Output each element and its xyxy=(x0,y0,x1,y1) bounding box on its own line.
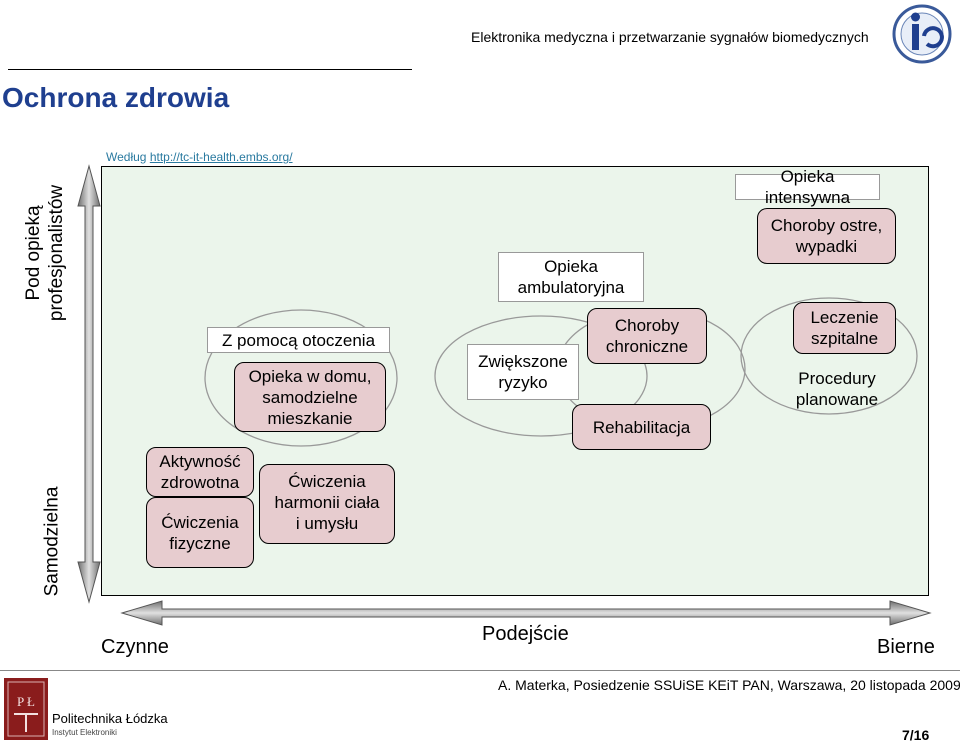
harmony-line1: Ćwiczenia xyxy=(288,472,366,491)
slide-title: Ochrona zdrowia xyxy=(2,82,230,113)
choroby-chroniczne-box: Choroby chroniczne xyxy=(587,308,707,364)
cwiczenia-harmonii-box: Ćwiczenia harmonii ciała i umysłu xyxy=(259,464,395,544)
chronic-line1: Choroby xyxy=(614,316,680,335)
source-note: Według http://tc-it-health.embs.org/ xyxy=(106,150,293,164)
axis-label-bierne: Bierne xyxy=(877,636,935,658)
course-title: Elektronika medyczna i przetwarzanie syg… xyxy=(471,29,869,45)
footer-credit: A. Materka, Posiedzenie SSUiSE KEiT PAN,… xyxy=(498,677,960,693)
vertical-double-arrow-icon xyxy=(77,164,101,604)
page-number: 7/16 xyxy=(902,727,930,743)
z-pomoca-otoczenia-label: Z pomocą otoczenia xyxy=(207,327,390,353)
university-logo-icon: P Ł xyxy=(4,678,48,740)
rehabilitacja-box: Rehabilitacja xyxy=(572,404,711,450)
institute-name: Instytut Elektroniki xyxy=(52,728,117,737)
source-prefix: Według xyxy=(106,150,150,164)
opieka-ambulatoryjna-label: Opieka ambulatoryjna xyxy=(498,252,644,302)
procedures-line2: planowane xyxy=(795,390,879,409)
acute-line2: wypadki xyxy=(795,237,858,256)
opieka-w-domu-box: Opieka w domu, samodzielne mieszkanie xyxy=(234,362,386,432)
physical-exercise-line2: fizyczne xyxy=(169,533,231,553)
env-group-ellipse xyxy=(204,309,398,447)
self-title-line2: zdrowotna xyxy=(160,473,240,492)
acute-line1: Choroby ostre, xyxy=(770,216,883,235)
source-link[interactable]: http://tc-it-health.embs.org/ xyxy=(149,150,293,164)
harmony-line2: harmonii ciała xyxy=(274,493,380,512)
institute-logo-icon xyxy=(892,4,952,64)
home-care-line1: Opieka w domu, xyxy=(248,366,372,386)
top-label-line2: profesjonalistów xyxy=(46,184,67,322)
hospital-line2: szpitalne xyxy=(810,329,879,348)
ambulatory-group-ellipse xyxy=(434,315,648,437)
choroby-ostre-box: Choroby ostre, wypadki xyxy=(757,208,896,264)
footer-divider xyxy=(0,670,960,671)
procedury-planowane-label: Procedury planowane xyxy=(776,366,898,412)
intensive-group-ellipse xyxy=(740,297,918,415)
horizontal-double-arrow-icon xyxy=(120,600,932,626)
header-divider xyxy=(8,69,412,70)
university-name: Politechnika Łódzka xyxy=(52,711,168,726)
hospital-line1: Leczenie xyxy=(810,308,879,327)
self-title-line1: Aktywność xyxy=(159,452,241,471)
axis-label-czynne: Czynne xyxy=(101,636,169,658)
axis-label-podejscie: Podejście xyxy=(482,623,569,645)
svg-text:P Ł: P Ł xyxy=(17,694,35,709)
ambulatory-title-line2: ambulatoryjna xyxy=(517,278,625,297)
home-care-line3: mieszkanie xyxy=(267,408,353,428)
harmony-line3: i umysłu xyxy=(295,514,359,533)
leczenie-szpitalne-box: Leczenie szpitalne xyxy=(793,302,896,354)
home-care-line2: samodzielne xyxy=(262,387,358,407)
risk-line1: Zwiększone xyxy=(478,352,568,371)
ambulatory-title-line1: Opieka xyxy=(544,257,598,276)
aktywnosc-zdrowotna-box: Aktywność zdrowotna xyxy=(146,447,254,497)
top-label-line1: Pod opieką xyxy=(23,205,44,301)
chronic-line2: chroniczne xyxy=(605,337,689,356)
physical-exercise-line1: Ćwiczenia xyxy=(161,512,239,532)
opieka-intensywna-label: Opieka intensywna xyxy=(735,167,880,207)
procedures-line1: Procedury xyxy=(798,369,876,388)
zwiekszone-ryzyko-label: Zwiększone ryzyko xyxy=(467,344,579,400)
risk-line2: ryzyko xyxy=(498,373,548,392)
